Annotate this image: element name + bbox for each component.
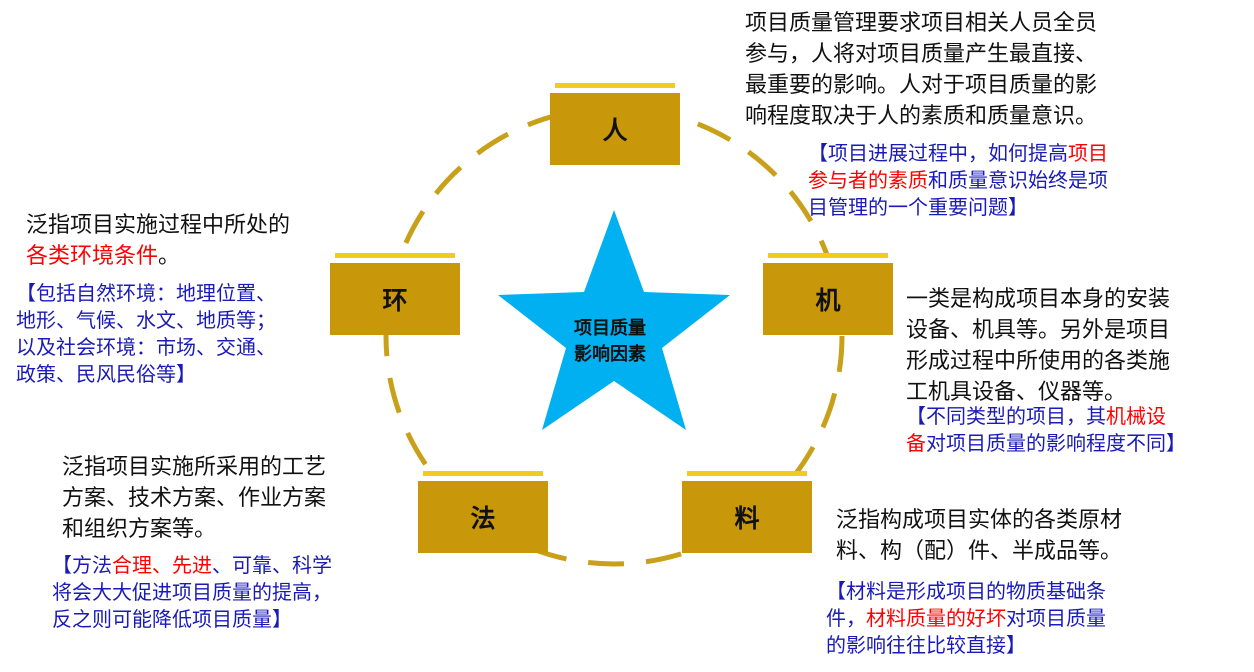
- fa-note-highlight: 、: [152, 553, 172, 577]
- liao-note: 【材料是形成项目的物质基础条 件，材料质量的好坏对项目质量 的影响往往比较直接】: [826, 578, 1106, 659]
- fa-note-line: 将会大大促进项目质量的提高，: [52, 580, 332, 604]
- ji-note-line: 备对项目质量的影响程度不同】: [906, 430, 1186, 457]
- fa-note-line: 反之则可能降低项目质量】: [52, 607, 292, 631]
- ren-note-line: 目管理的一个重要问题】: [808, 195, 1028, 219]
- liao-desc-line: 泛指构成项目实体的各类原材: [836, 508, 1123, 533]
- node-ren: 人: [550, 88, 680, 165]
- ji-note-highlight: 机械设: [1106, 404, 1166, 428]
- ren-note-text: 【项目进展过程中，如何提高: [808, 141, 1068, 165]
- ren-note-line: 【项目进展过程中，如何提高项目: [808, 140, 1108, 167]
- liao-desc-line: 料、构（配）件、半成品等。: [836, 539, 1123, 564]
- fa-desc-line: 泛指项目实施所采用的工艺: [62, 455, 327, 480]
- fa-desc-line: 方案、技术方案、作业方案: [62, 486, 327, 511]
- ren-note-highlight: 参与者的素质: [808, 168, 928, 192]
- node-liao: 料: [682, 476, 812, 553]
- ji-note-text: 【不同类型的项目，其: [906, 404, 1106, 428]
- ren-desc-line: 最重要的影响。人对于项目质量的影: [745, 73, 1098, 98]
- center-label-line-2: 影响因素: [574, 344, 646, 365]
- huan-desc-line: 泛指项目实施过程中所处的: [26, 213, 291, 238]
- fa-note-text: 、可靠、科学: [212, 553, 332, 577]
- ren-description: 项目质量管理要求项目相关人员全员 参与，人将对项目质量产生最直接、 最重要的影响…: [745, 8, 1097, 132]
- liao-note-line: 【材料是形成项目的物质基础条: [826, 579, 1106, 603]
- ji-note: 【不同类型的项目，其机械设 备对项目质量的影响程度不同】: [906, 403, 1186, 457]
- ji-note-line: 【不同类型的项目，其机械设: [906, 403, 1186, 430]
- node-ren-label: 人: [602, 116, 628, 145]
- liao-description: 泛指构成项目实体的各类原材 料、构（配）件、半成品等。: [836, 505, 1122, 567]
- huan-note-line: 政策、民风民俗等】: [16, 362, 196, 386]
- huan-note-line: 【包括自然环境：地理位置、: [16, 281, 276, 305]
- ji-desc-line: 设备、机具等。另外是项目: [906, 318, 1171, 343]
- huan-desc-highlight: 各类环境条件: [26, 244, 159, 269]
- ji-desc-line: 形成过程中所使用的各类施: [906, 349, 1171, 374]
- fa-description: 泛指项目实施所采用的工艺 方案、技术方案、作业方案 和组织方案等。: [62, 452, 326, 545]
- node-huan: 环: [330, 258, 460, 335]
- liao-note-highlight: 材料质量的好坏: [866, 606, 1006, 630]
- huan-note: 【包括自然环境：地理位置、 地形、气候、水文、地质等； 以及社会环境：市场、交通…: [16, 280, 276, 388]
- center-label-line-1: 项目质量: [574, 318, 646, 339]
- huan-desc-text: 。: [158, 244, 181, 269]
- ren-desc-line: 项目质量管理要求项目相关人员全员: [745, 11, 1098, 36]
- ji-note-highlight: 备: [906, 431, 926, 455]
- fa-note-line: 【方法合理、先进、可靠、科学: [52, 552, 332, 579]
- ren-note-text: 和质量意识始终是项: [928, 168, 1108, 192]
- node-fa-label: 法: [470, 504, 496, 533]
- liao-note-text: 件，: [826, 606, 866, 630]
- ren-note-line: 参与者的素质和质量意识始终是项: [808, 167, 1108, 194]
- huan-note-line: 以及社会环境：市场、交通、: [16, 335, 276, 359]
- fa-note-text: 【方法: [52, 553, 112, 577]
- star-shape: [498, 210, 730, 430]
- node-fa: 法: [418, 476, 548, 553]
- ji-desc-line: 工机具设备、仪器等。: [906, 380, 1127, 405]
- node-liao-label: 料: [734, 504, 760, 533]
- center-label: 项目质量 影响因素: [540, 316, 680, 368]
- huan-desc-line: 各类环境条件。: [26, 241, 290, 272]
- ji-note-text: 对项目质量的影响程度不同】: [926, 431, 1186, 455]
- ren-note: 【项目进展过程中，如何提高项目 参与者的素质和质量意识始终是项 目管理的一个重要…: [808, 140, 1108, 221]
- huan-description: 泛指项目实施过程中所处的 各类环境条件。: [26, 210, 290, 272]
- ji-description: 一类是构成项目本身的安装 设备、机具等。另外是项目 形成过程中所使用的各类施 工…: [906, 284, 1170, 408]
- node-ji: 机: [763, 258, 893, 335]
- fa-note-highlight: 先进: [172, 553, 212, 577]
- huan-note-line: 地形、气候、水文、地质等；: [16, 308, 276, 332]
- ren-note-highlight: 项目: [1068, 141, 1108, 165]
- ren-desc-line: 参与，人将对项目质量产生最直接、: [745, 42, 1098, 67]
- fa-note: 【方法合理、先进、可靠、科学 将会大大促进项目质量的提高， 反之则可能降低项目质…: [52, 552, 332, 633]
- ji-desc-line: 一类是构成项目本身的安装: [906, 287, 1171, 312]
- ren-desc-line: 响程度取决于人的素质和质量意识。: [745, 104, 1098, 129]
- node-ji-label: 机: [815, 286, 841, 315]
- node-huan-label: 环: [382, 286, 408, 315]
- liao-note-line: 件，材料质量的好坏对项目质量: [826, 605, 1106, 632]
- fa-desc-line: 和组织方案等。: [62, 517, 217, 542]
- liao-note-line: 的影响往往比较直接】: [826, 633, 1026, 657]
- liao-note-text: 对项目质量: [1006, 606, 1106, 630]
- fa-note-highlight: 合理: [112, 553, 152, 577]
